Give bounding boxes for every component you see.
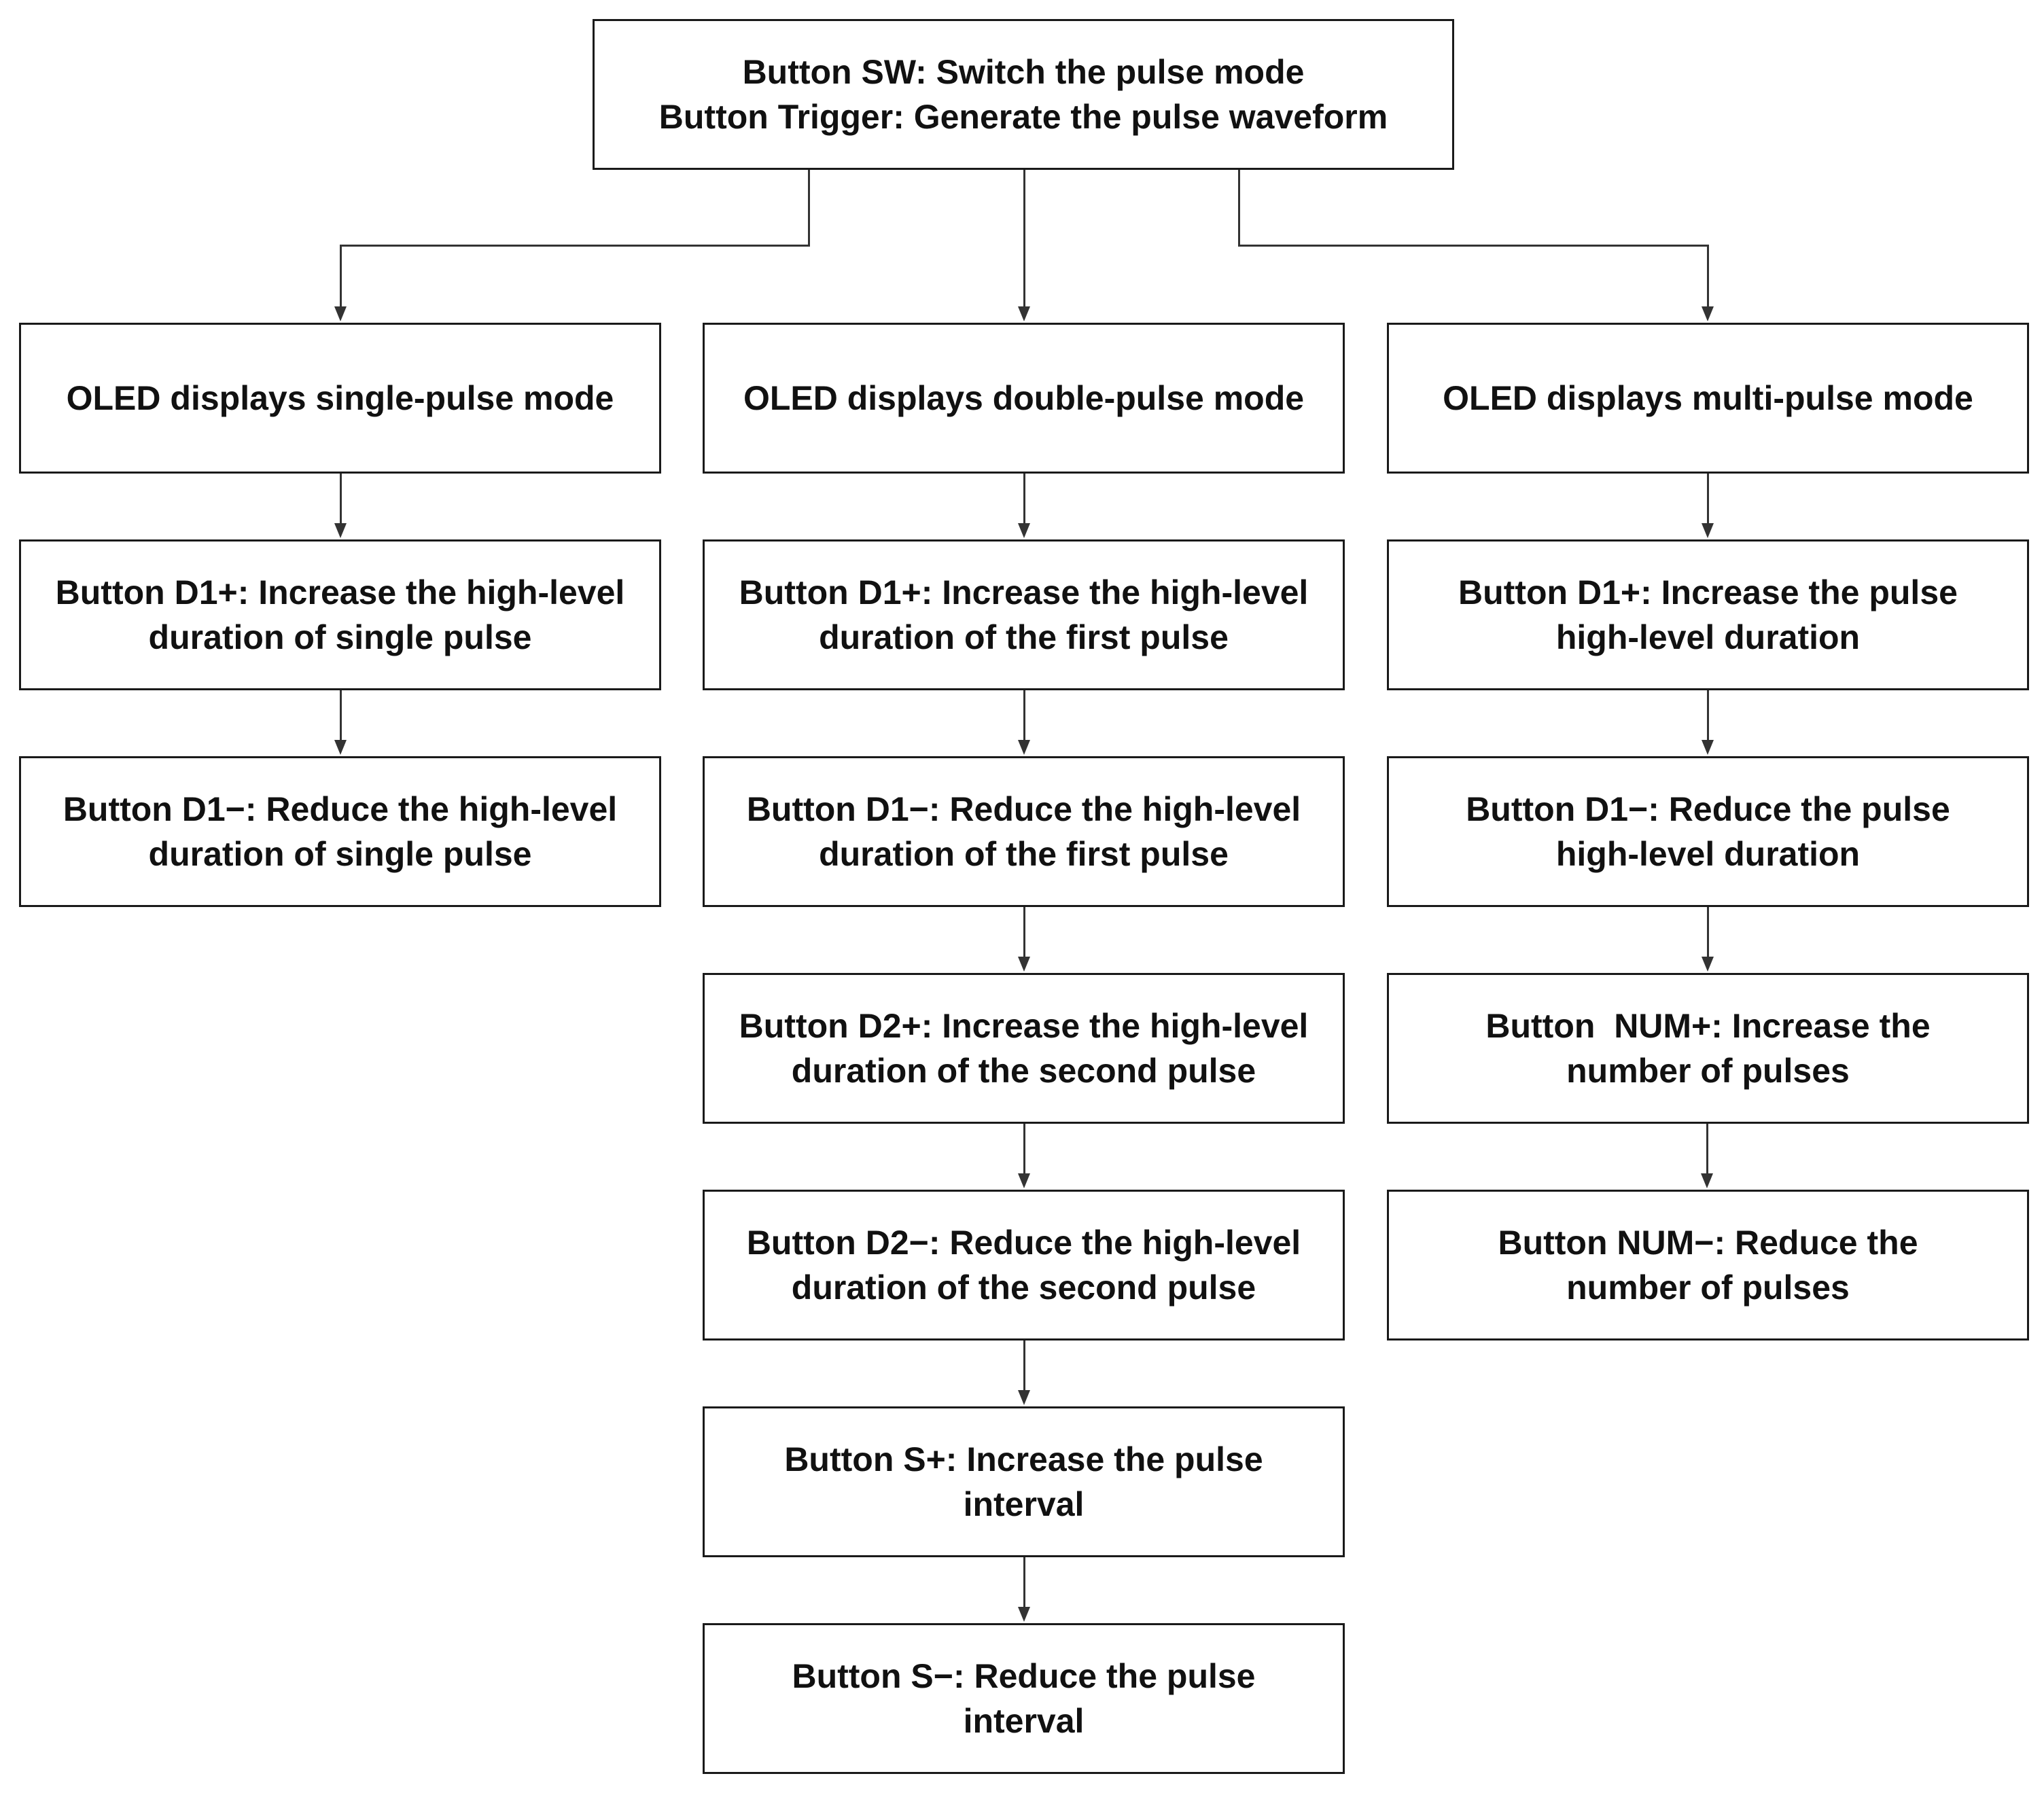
connector-double-d1minus-d2plus (1023, 907, 1025, 959)
double-d2-minus-line-1: Button D2−: Reduce the high-level (746, 1223, 1301, 1262)
double-d2-minus-line-2: duration of the second pulse (791, 1268, 1256, 1307)
multi-d1-minus-line-2: high-level duration (1555, 835, 1861, 873)
connector-double-d1plus-d1minus (1023, 690, 1025, 742)
double-mode-node: OLED displays double-pulse mode (703, 323, 1345, 474)
arrowhead (334, 306, 347, 321)
root-line-1: Button SW: Switch the pulse mode (742, 52, 1305, 91)
double-d2-plus-node: Button D2+: Increase the high-level dura… (703, 973, 1345, 1124)
multi-num-minus-line-2: number of pulses (1566, 1268, 1850, 1307)
root-node: Button SW: Switch the pulse mode Button … (593, 19, 1454, 170)
arrowhead (1702, 523, 1714, 538)
single-d1-minus-line-2: duration of single pulse (148, 835, 532, 873)
multi-d1-plus-line-1: Button D1+: Increase the pulse (1458, 573, 1958, 611)
connector-double-d2minus-splus (1023, 1341, 1025, 1392)
double-d2-minus-node: Button D2−: Reduce the high-level durati… (703, 1190, 1345, 1341)
connector-single-d1plus-d1minus (340, 690, 342, 742)
double-s-plus-line-1: Button S+: Increase the pulse (784, 1440, 1263, 1478)
multi-num-minus-line-1: Button NUM−: Reduce the (1498, 1223, 1918, 1262)
double-s-minus-node: Button S−: Reduce the pulse interval (703, 1623, 1345, 1774)
connector-multi-numplus-numminus (1706, 1124, 1708, 1175)
multi-mode-label: OLED displays multi-pulse mode (1443, 378, 1973, 417)
multi-num-plus-node: Button NUM+: Increase the number of puls… (1387, 973, 2029, 1124)
double-d1-plus-node: Button D1+: Increase the high-level dura… (703, 539, 1345, 690)
arrowhead (334, 740, 347, 755)
single-d1-plus-line-1: Button D1+: Increase the high-level (55, 573, 625, 611)
root-line-2: Button Trigger: Generate the pulse wavef… (658, 98, 1388, 136)
multi-d1-minus-line-1: Button D1−: Reduce the pulse (1466, 789, 1950, 828)
multi-d1-minus-node: Button D1−: Reduce the pulse high-level … (1387, 756, 2029, 907)
arrowhead (1018, 1173, 1030, 1188)
double-s-minus-line-2: interval (963, 1702, 1085, 1740)
connector-multi-d1plus-d1minus (1707, 690, 1709, 742)
arrowhead (1018, 957, 1030, 972)
arrowhead (1702, 306, 1714, 321)
arrowhead (1702, 957, 1714, 972)
double-d1-plus-line-1: Button D1+: Increase the high-level (739, 573, 1309, 611)
double-d1-minus-line-1: Button D1−: Reduce the high-level (746, 789, 1301, 828)
single-d1-plus-node: Button D1+: Increase the high-level dura… (19, 539, 661, 690)
connector-root-single (340, 245, 810, 247)
connector-root-single (808, 170, 810, 246)
multi-num-minus-node: Button NUM−: Reduce the number of pulses (1387, 1190, 2029, 1341)
double-s-plus-node: Button S+: Increase the pulse interval (703, 1406, 1345, 1557)
arrowhead (334, 523, 347, 538)
connector-root-double (1023, 170, 1025, 309)
connector-multi-d1minus-numplus (1707, 907, 1709, 959)
arrowhead (1701, 1173, 1713, 1188)
double-d2-plus-line-1: Button D2+: Increase the high-level (739, 1006, 1309, 1045)
double-d1-minus-line-2: duration of the first pulse (819, 835, 1229, 873)
connector-double-splus-sminus (1023, 1557, 1025, 1609)
single-mode-node: OLED displays single-pulse mode (19, 323, 661, 474)
single-d1-minus-node: Button D1−: Reduce the high-level durati… (19, 756, 661, 907)
connector-double-d2plus-d2minus (1023, 1124, 1025, 1175)
single-d1-minus-line-1: Button D1−: Reduce the high-level (63, 789, 618, 828)
connector-root-multi (1238, 170, 1240, 246)
arrowhead (1018, 523, 1030, 538)
double-mode-label: OLED displays double-pulse mode (743, 378, 1305, 417)
multi-num-plus-line-2: number of pulses (1566, 1052, 1850, 1090)
connector-multi-mode-d1plus (1707, 474, 1709, 525)
arrowhead (1702, 740, 1714, 755)
single-mode-label: OLED displays single-pulse mode (66, 378, 614, 417)
arrowhead (1018, 306, 1030, 321)
double-d2-plus-line-2: duration of the second pulse (791, 1052, 1256, 1090)
multi-d1-plus-node: Button D1+: Increase the pulse high-leve… (1387, 539, 2029, 690)
multi-d1-plus-line-2: high-level duration (1555, 618, 1861, 656)
connector-double-mode-d1plus (1023, 474, 1025, 525)
multi-num-plus-line-1: Button NUM+: Increase the (1485, 1006, 1931, 1045)
connector-root-multi (1707, 245, 1709, 309)
double-d1-plus-line-2: duration of the first pulse (819, 618, 1229, 656)
connector-root-multi (1238, 245, 1709, 247)
double-s-minus-line-1: Button S−: Reduce the pulse (792, 1656, 1256, 1695)
multi-mode-node: OLED displays multi-pulse mode (1387, 323, 2029, 474)
double-d1-minus-node: Button D1−: Reduce the high-level durati… (703, 756, 1345, 907)
arrowhead (1018, 1390, 1030, 1405)
connector-single-mode-d1plus (340, 474, 342, 525)
connector-root-single (340, 245, 342, 309)
arrowhead (1018, 740, 1030, 755)
arrowhead (1018, 1607, 1030, 1622)
single-d1-plus-line-2: duration of single pulse (148, 618, 532, 656)
double-s-plus-line-2: interval (963, 1485, 1085, 1523)
